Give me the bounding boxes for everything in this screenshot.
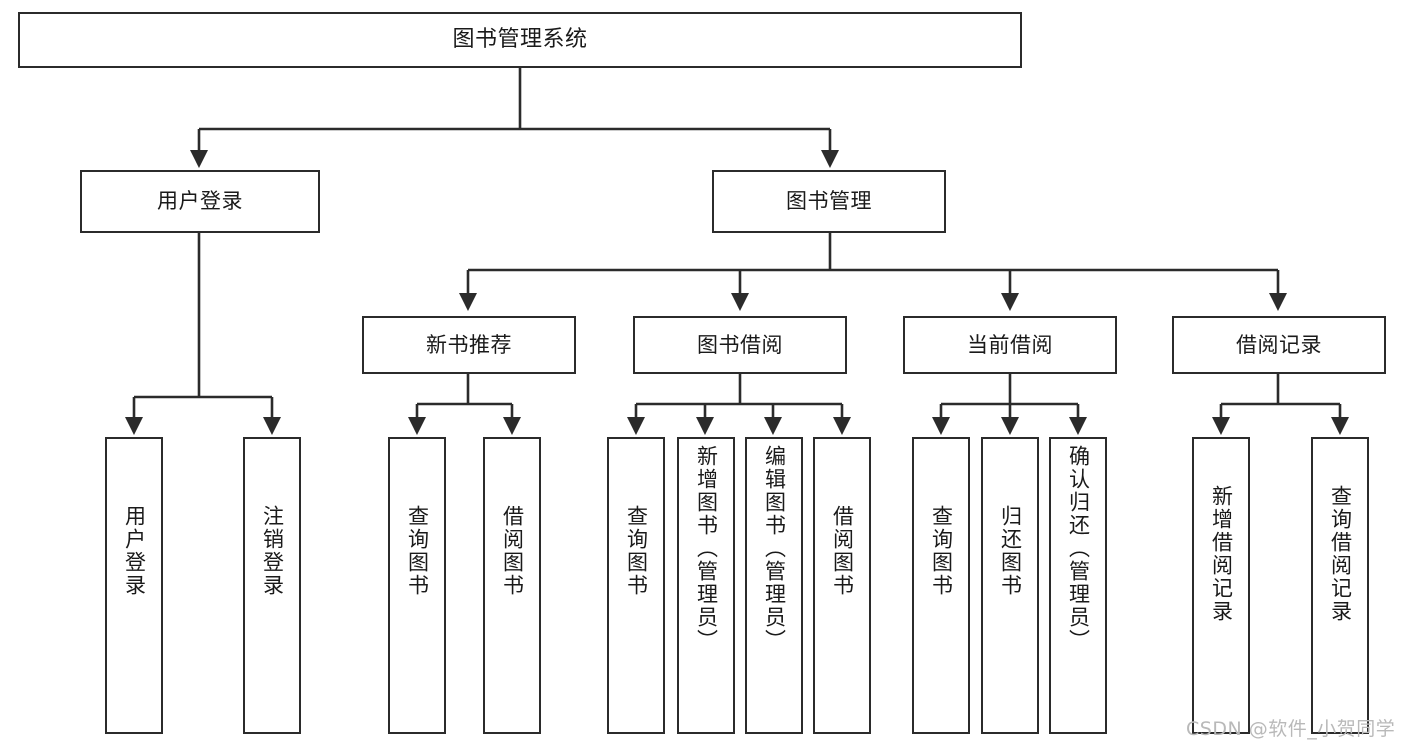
- node-leaf-edit-book[interactable]: 编辑图书（管理员）: [745, 437, 803, 734]
- node-user-login-label: 用户登录: [157, 189, 243, 214]
- node-leaf-return-book-label: 归还图书: [998, 505, 1023, 597]
- node-book-manage[interactable]: 图书管理: [712, 170, 946, 233]
- node-leaf-confirm-return[interactable]: 确认归还（管理员）: [1049, 437, 1107, 734]
- node-leaf-add-record[interactable]: 新增借阅记录: [1192, 437, 1250, 734]
- node-current-borrow[interactable]: 当前借阅: [903, 316, 1117, 374]
- watermark: CSDN @软件_小贺同学: [1186, 718, 1396, 740]
- node-leaf-query-record[interactable]: 查询借阅记录: [1311, 437, 1369, 734]
- node-leaf-confirm-return-label: 确认归还（管理员）: [1066, 445, 1091, 652]
- node-book-borrow-label: 图书借阅: [697, 332, 783, 357]
- node-leaf-logout[interactable]: 注销登录: [243, 437, 301, 734]
- node-leaf-user-login-label: 用户登录: [122, 505, 147, 597]
- node-user-login[interactable]: 用户登录: [80, 170, 320, 233]
- node-leaf-query-book-1-label: 查询图书: [405, 505, 430, 597]
- node-borrow-record-label: 借阅记录: [1236, 332, 1322, 357]
- node-leaf-user-login[interactable]: 用户登录: [105, 437, 163, 734]
- node-leaf-query-book-3-label: 查询图书: [929, 505, 954, 597]
- node-leaf-query-record-label: 查询借阅记录: [1328, 485, 1353, 623]
- node-current-borrow-label: 当前借阅: [967, 332, 1053, 357]
- node-new-book-recommend-label: 新书推荐: [426, 332, 512, 357]
- node-leaf-query-book-2-label: 查询图书: [624, 505, 649, 597]
- node-leaf-borrow-book-1[interactable]: 借阅图书: [483, 437, 541, 734]
- node-leaf-query-book-1[interactable]: 查询图书: [388, 437, 446, 734]
- node-leaf-borrow-book-1-label: 借阅图书: [500, 505, 525, 597]
- node-root[interactable]: 图书管理系统: [18, 12, 1022, 68]
- node-book-manage-label: 图书管理: [786, 189, 872, 214]
- node-leaf-edit-book-label: 编辑图书（管理员）: [762, 445, 787, 652]
- node-leaf-add-record-label: 新增借阅记录: [1209, 485, 1234, 623]
- node-leaf-add-book[interactable]: 新增图书（管理员）: [677, 437, 735, 734]
- node-leaf-return-book[interactable]: 归还图书: [981, 437, 1039, 734]
- node-root-label: 图书管理系统: [452, 27, 588, 53]
- node-book-borrow[interactable]: 图书借阅: [633, 316, 847, 374]
- node-leaf-add-book-label: 新增图书（管理员）: [694, 445, 719, 652]
- node-borrow-record[interactable]: 借阅记录: [1172, 316, 1386, 374]
- node-new-book-recommend[interactable]: 新书推荐: [362, 316, 576, 374]
- node-leaf-query-book-2[interactable]: 查询图书: [607, 437, 665, 734]
- node-leaf-logout-label: 注销登录: [260, 505, 285, 597]
- node-leaf-query-book-3[interactable]: 查询图书: [912, 437, 970, 734]
- node-leaf-borrow-book-2[interactable]: 借阅图书: [813, 437, 871, 734]
- node-leaf-borrow-book-2-label: 借阅图书: [830, 505, 855, 597]
